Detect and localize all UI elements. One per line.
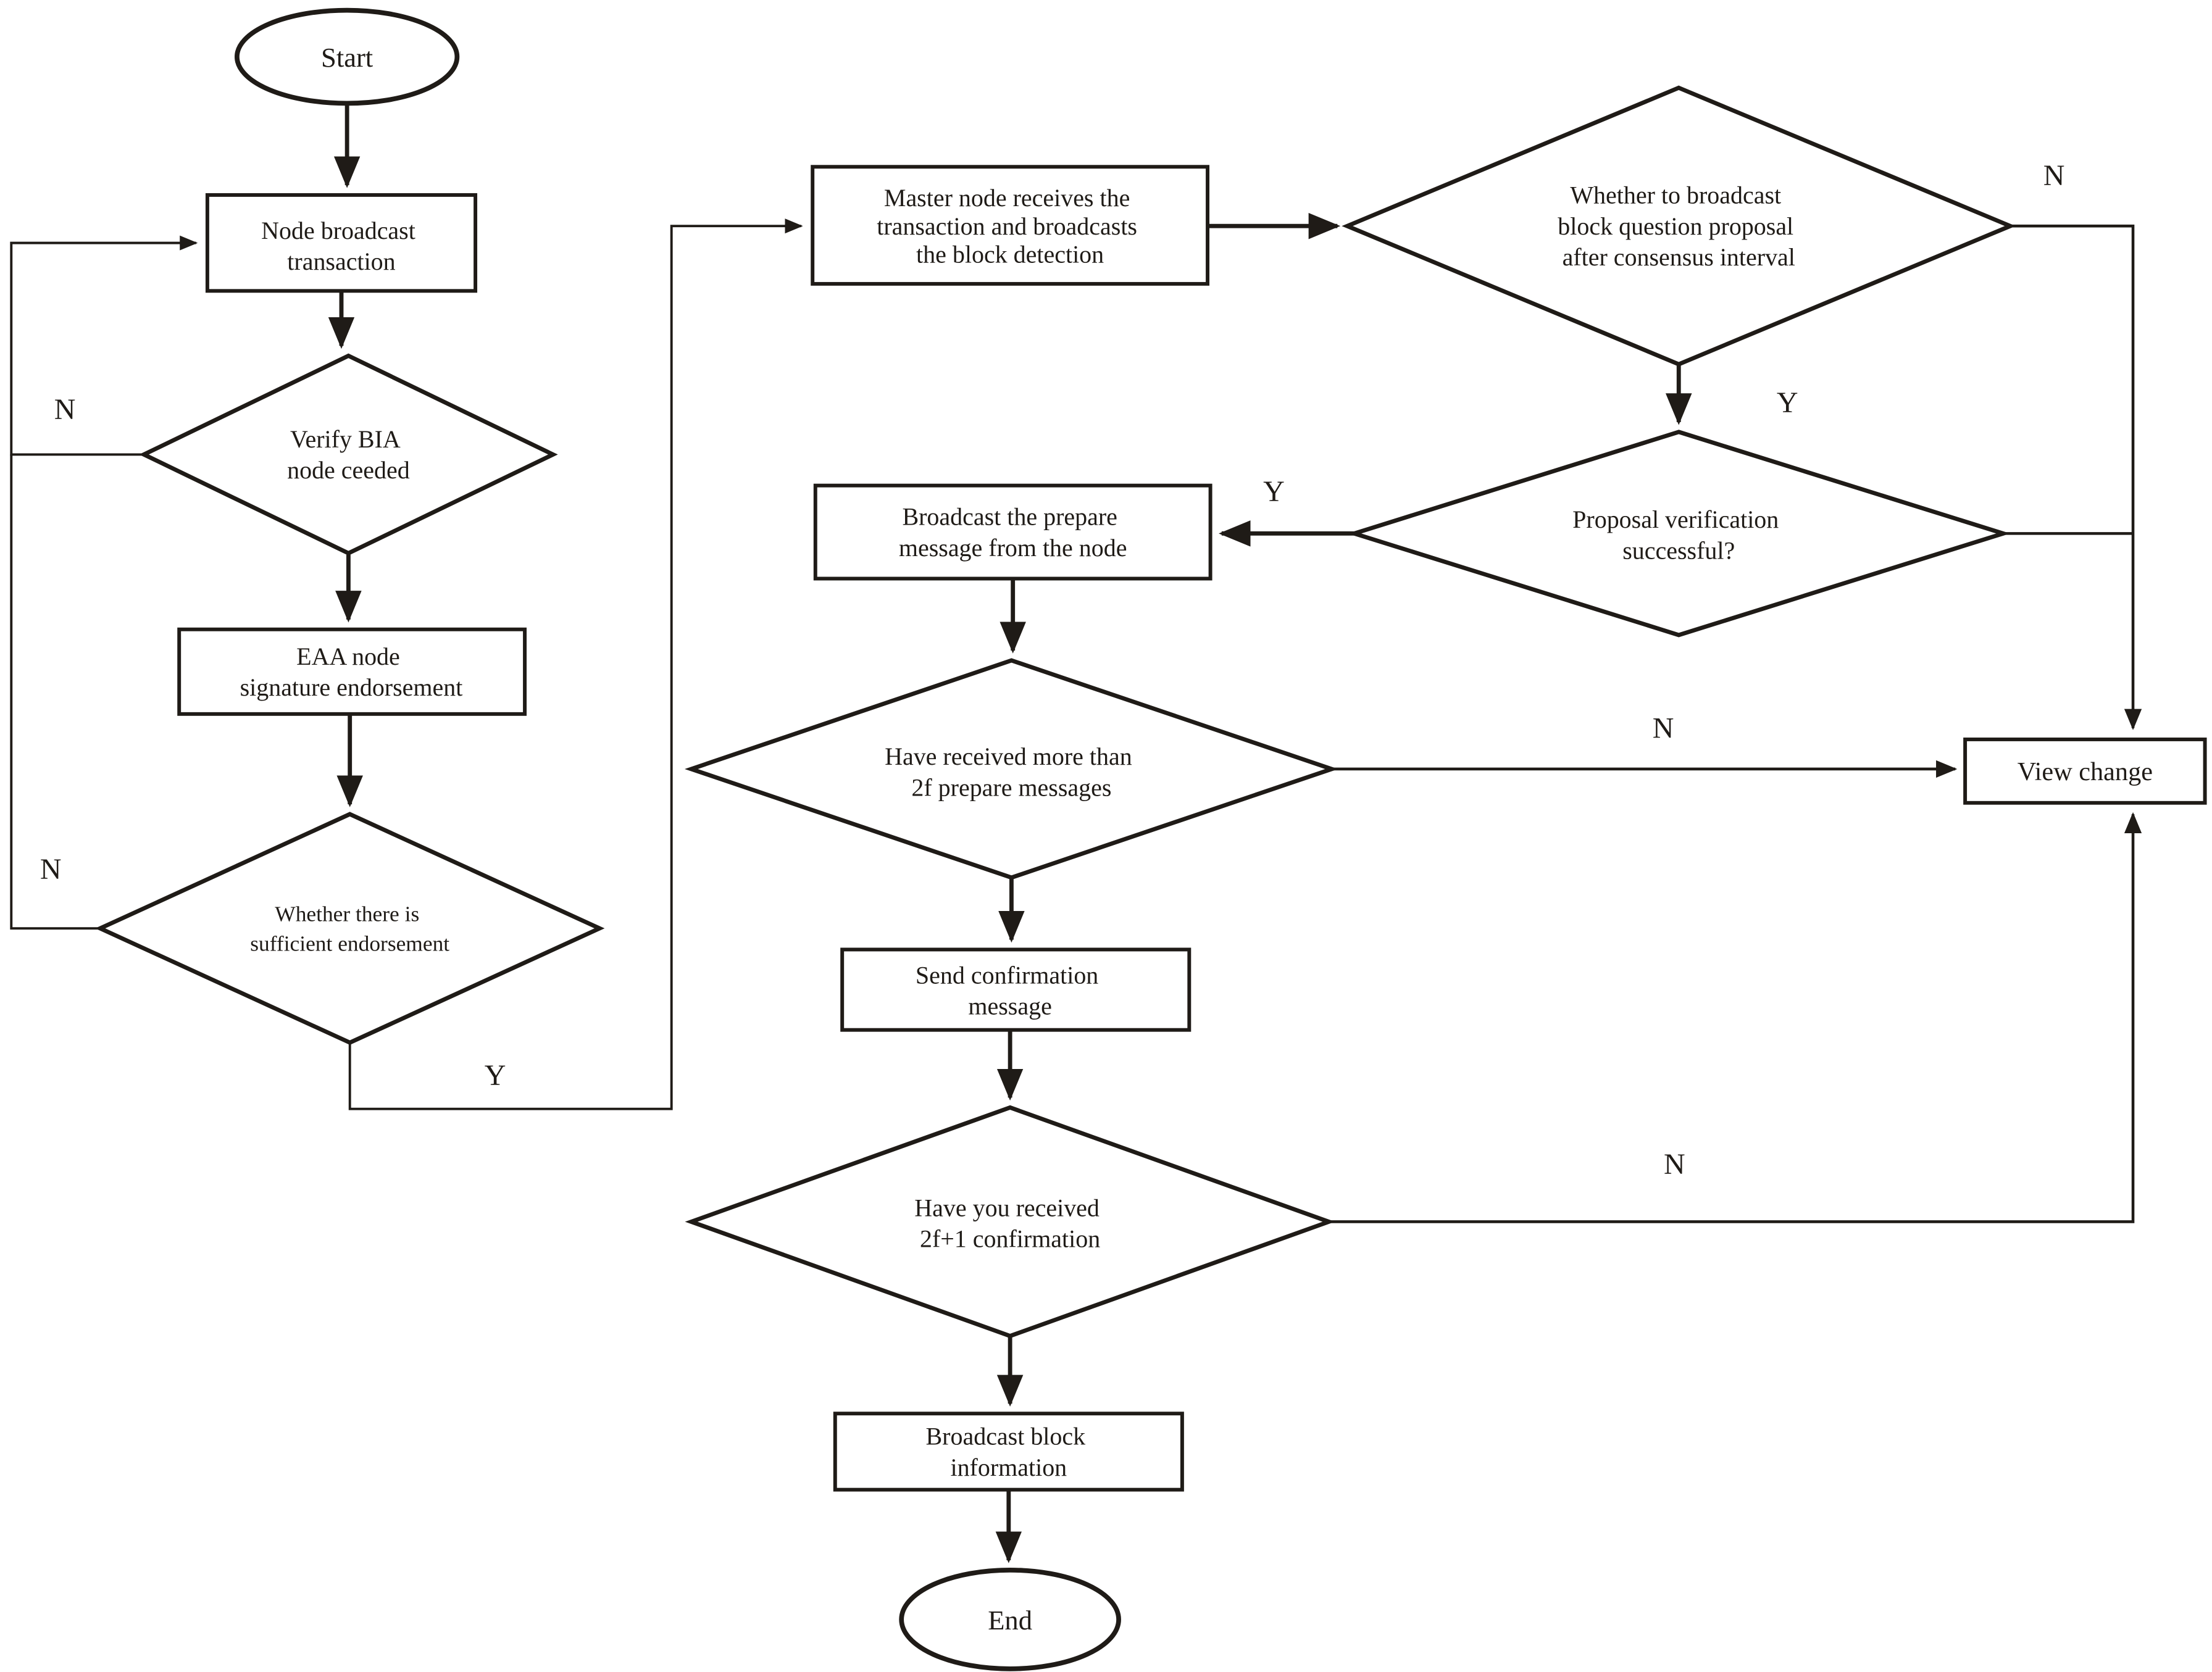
eaa-signature-label: EAA node signature endorsement <box>240 643 463 701</box>
view-change-label: View change <box>2018 757 2153 786</box>
verify-bia-label: Verify BIA node ceeded <box>287 425 410 484</box>
view-change-shape <box>1963 738 2207 805</box>
send-confirmation-shape <box>840 947 1192 1032</box>
label-received-2f1-no: N <box>1664 1148 1685 1181</box>
node-broadcast-label: Node broadcast transaction <box>261 217 422 275</box>
label-whether-broadcast-no: N <box>2043 159 2065 192</box>
sufficient-endorsement-shape <box>95 812 605 1046</box>
start-label: Start <box>321 42 374 73</box>
broadcast-prepare-label: Broadcast the prepare message from the n… <box>899 503 1127 562</box>
master-node-label: Master node receives the transaction and… <box>877 184 1143 268</box>
edge-sufficient-yes-to-master <box>348 218 803 1110</box>
received-2f1-label: Have you received 2f+1 confirmation <box>914 1194 1106 1252</box>
label-received-2f-no: N <box>1653 712 1674 745</box>
edge-sufficient-no-loop <box>10 454 101 930</box>
end-terminator: End <box>899 1567 1121 1671</box>
send-confirmation-label: Send confirmation message <box>916 961 1104 1020</box>
proposal-verification-label: Proposal verification successful? <box>1572 505 1785 564</box>
received-2f1-confirmation-decision: Have you received 2f+1 confirmation <box>685 1105 1335 1339</box>
broadcast-prepare-message-box: Broadcast the prepare message from the n… <box>813 483 1212 581</box>
node-broadcast-shape <box>205 193 478 293</box>
label-sufficient-no: N <box>40 853 62 886</box>
broadcast-block-shape <box>833 1412 1184 1492</box>
branch-labels: N N Y N Y Y N N <box>40 159 2064 1181</box>
master-node-shape <box>811 165 1209 286</box>
end-oval-shape <box>899 1567 1121 1671</box>
verify-bia-decision: Verify BIA node ceeded <box>139 353 558 556</box>
eaa-signature-shape <box>177 627 527 716</box>
whether-broadcast-proposal-decision: Whether to broadcast block question prop… <box>1342 85 2016 367</box>
node-broadcast-transaction-box: Node broadcast transaction <box>205 193 478 293</box>
broadcast-block-label: Broadcast block information <box>926 1423 1092 1481</box>
whether-broadcast-label: Whether to broadcast block question prop… <box>1558 181 1800 272</box>
received-2f-prepare-decision: Have received more than 2f prepare messa… <box>685 658 1338 880</box>
edge-whether-broadcast-no-to-view-change <box>2010 224 2142 730</box>
view-change-box: View change <box>1963 738 2207 805</box>
whether-broadcast-shape <box>1342 85 2016 367</box>
start-oval-shape <box>235 7 460 106</box>
eaa-signature-endorsement-box: EAA node signature endorsement <box>177 627 527 716</box>
label-whether-broadcast-yes: Y <box>1777 386 1798 419</box>
proposal-verification-decision: Proposal verification successful? <box>1347 430 2011 638</box>
send-confirmation-box: Send confirmation message <box>840 947 1192 1032</box>
received-2f-label: Have received more than 2f prepare messa… <box>885 742 1138 801</box>
label-verify-bia-no: N <box>54 393 76 426</box>
edges <box>10 103 2142 1563</box>
start-terminator: Start <box>235 7 460 106</box>
edge-verify-bia-no-loop <box>10 235 198 456</box>
master-node-box: Master node receives the transaction and… <box>811 165 1209 286</box>
label-sufficient-yes: Y <box>485 1059 506 1092</box>
received-2f-shape <box>685 658 1338 880</box>
broadcast-prepare-shape <box>813 483 1212 581</box>
label-proposal-yes: Y <box>1263 475 1285 508</box>
verify-bia-shape <box>139 353 558 556</box>
proposal-verification-shape <box>1347 430 2011 638</box>
end-label: End <box>988 1605 1032 1636</box>
edge-received-2f1-no-to-view-change <box>1329 812 2142 1223</box>
received-2f1-shape <box>685 1105 1335 1339</box>
sufficient-endorsement-decision: Whether there is sufficient endorsement <box>95 812 605 1046</box>
sufficient-endorsement-label: Whether there is sufficient endorsement <box>250 902 449 956</box>
broadcast-block-information-box: Broadcast block information <box>833 1412 1184 1492</box>
